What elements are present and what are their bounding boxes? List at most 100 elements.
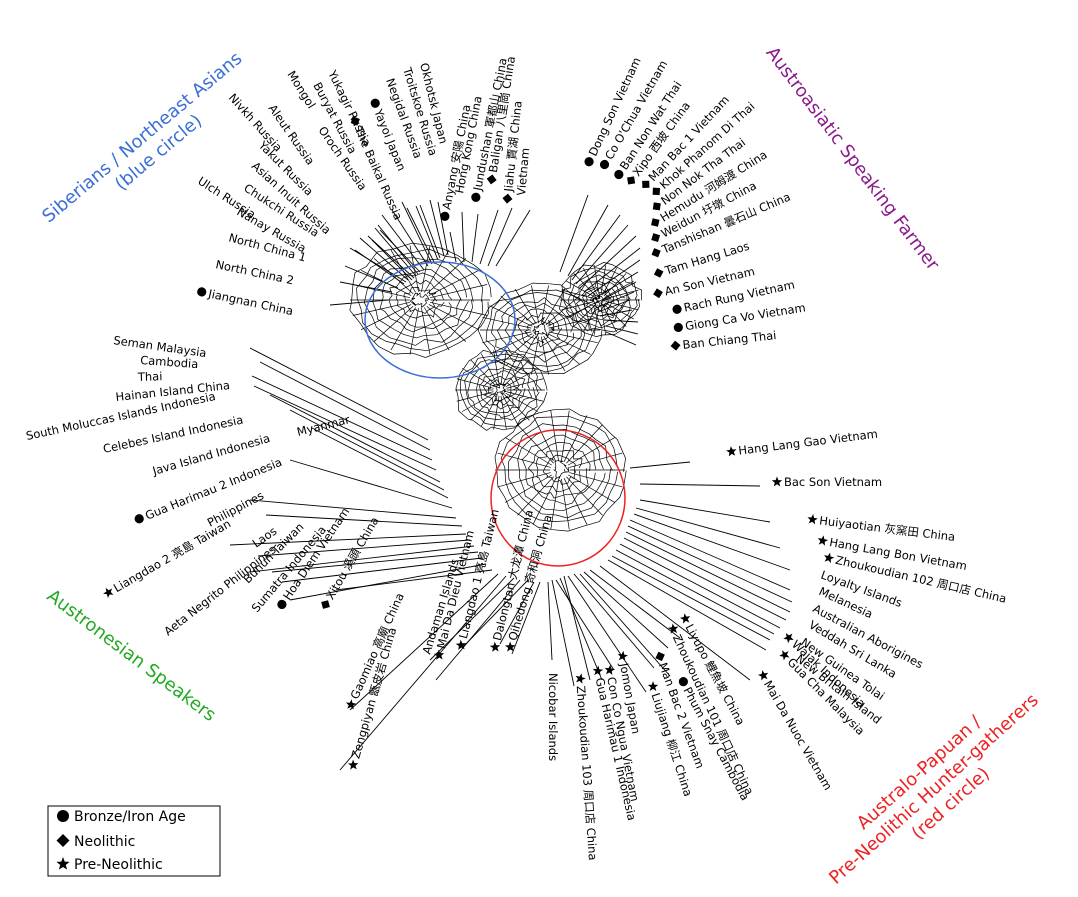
branch bbox=[499, 581, 535, 645]
branch bbox=[575, 224, 629, 285]
branch bbox=[339, 575, 507, 771]
preneolithic-star-icon bbox=[726, 446, 737, 457]
group-label-siberians: Siberians / Northeast Asians (blue circl… bbox=[38, 44, 264, 244]
network-edge bbox=[429, 301, 488, 316]
network-edge bbox=[603, 273, 627, 297]
network-ring bbox=[409, 292, 430, 309]
network-ring bbox=[467, 361, 533, 419]
network-edge bbox=[493, 350, 500, 385]
network-ring bbox=[464, 358, 539, 421]
network-edge bbox=[561, 289, 595, 299]
network-edge bbox=[482, 316, 532, 329]
taxon-name: Nicobar Islands bbox=[546, 673, 560, 761]
network-edge bbox=[561, 301, 595, 311]
branch bbox=[229, 533, 467, 546]
network-ring bbox=[521, 434, 597, 506]
branch bbox=[271, 551, 479, 573]
network-edge bbox=[504, 394, 530, 421]
branch bbox=[591, 271, 639, 301]
preneolithic-star-icon bbox=[433, 649, 445, 660]
neolithic-diamond-icon bbox=[652, 187, 661, 196]
branch bbox=[587, 259, 641, 297]
branch bbox=[607, 559, 767, 651]
network-edge bbox=[540, 336, 549, 375]
neolithic-diamond-icon bbox=[321, 600, 330, 609]
preneolithic-star-icon bbox=[103, 587, 114, 599]
branch bbox=[625, 531, 791, 613]
network-ring bbox=[508, 423, 613, 519]
network-ring bbox=[494, 408, 627, 532]
branch bbox=[437, 201, 449, 256]
network-edge bbox=[604, 280, 634, 298]
network-ring bbox=[517, 312, 563, 348]
bronze-circle-icon bbox=[440, 211, 450, 221]
network-edge bbox=[493, 395, 500, 430]
taxon-name: Myanmar bbox=[295, 412, 351, 439]
blue-circle bbox=[364, 261, 516, 379]
preneolithic-star-icon bbox=[347, 759, 359, 770]
network-ring bbox=[558, 262, 642, 337]
network-ring bbox=[517, 428, 606, 512]
network-edge bbox=[569, 472, 623, 488]
neolithic-diamond-icon bbox=[653, 288, 663, 299]
branch bbox=[487, 207, 513, 267]
taxon-label: North China 2 bbox=[214, 257, 295, 287]
network-edge bbox=[593, 265, 600, 295]
bronze-circle-icon bbox=[614, 169, 624, 180]
network-edge bbox=[500, 350, 507, 385]
branch bbox=[589, 569, 681, 639]
taxon-label: Huiyaotian 灰窯田 China bbox=[807, 513, 956, 544]
network-edge bbox=[600, 265, 607, 295]
preneolithic-star-icon bbox=[592, 665, 604, 676]
network-edge bbox=[517, 424, 554, 464]
red-circle bbox=[490, 429, 626, 567]
network-edge bbox=[428, 304, 480, 331]
branch bbox=[573, 573, 655, 669]
network-edge bbox=[426, 305, 467, 342]
network-edge bbox=[480, 353, 498, 385]
branch bbox=[627, 525, 793, 603]
network-ring bbox=[349, 242, 492, 358]
branch bbox=[461, 211, 465, 263]
branch bbox=[265, 514, 463, 527]
taxon-label: Zhoukoudian 103 周口店 China bbox=[574, 673, 600, 861]
network-edge bbox=[561, 410, 570, 462]
network-ring bbox=[487, 379, 513, 402]
preneolithic-star-icon bbox=[783, 632, 794, 644]
network-web bbox=[349, 242, 642, 532]
neolithic-diamond-icon bbox=[502, 193, 513, 204]
branch bbox=[603, 319, 639, 323]
branch bbox=[253, 385, 437, 471]
network-branches bbox=[229, 194, 793, 771]
branch bbox=[635, 507, 781, 549]
preneolithic-star-icon bbox=[679, 613, 691, 624]
network-edge bbox=[602, 268, 617, 296]
network-ring bbox=[491, 383, 507, 397]
preneolithic-star-icon bbox=[817, 535, 829, 546]
network-edge bbox=[506, 391, 544, 402]
branch bbox=[419, 204, 441, 259]
network-edge bbox=[505, 437, 552, 466]
branch bbox=[259, 361, 431, 451]
network-edge bbox=[500, 395, 507, 430]
preneolithic-star-icon bbox=[345, 699, 357, 710]
network-edge bbox=[502, 353, 520, 385]
taxon-label: Jiangnan China bbox=[197, 286, 295, 318]
bronze-circle-icon bbox=[471, 192, 481, 202]
bronze-circle-icon bbox=[584, 157, 594, 167]
branch bbox=[579, 235, 637, 289]
network-edge bbox=[548, 316, 598, 329]
network-ring bbox=[379, 268, 462, 333]
branch bbox=[563, 575, 591, 681]
taxon-name: Bac Son Vietnam bbox=[784, 475, 882, 489]
network-ring bbox=[542, 454, 577, 485]
legend-label-neolithic: Neolithic bbox=[74, 834, 135, 850]
network-edge bbox=[568, 474, 615, 503]
preneolithic-star-icon bbox=[455, 639, 467, 650]
branch bbox=[639, 483, 761, 487]
network-edge bbox=[547, 333, 591, 355]
legend: Bronze/Iron Age Neolithic Pre-Neolithic bbox=[47, 805, 221, 877]
network-ring bbox=[482, 375, 519, 406]
network-edge bbox=[531, 336, 540, 375]
taxon-label: Cambodia bbox=[140, 353, 199, 371]
